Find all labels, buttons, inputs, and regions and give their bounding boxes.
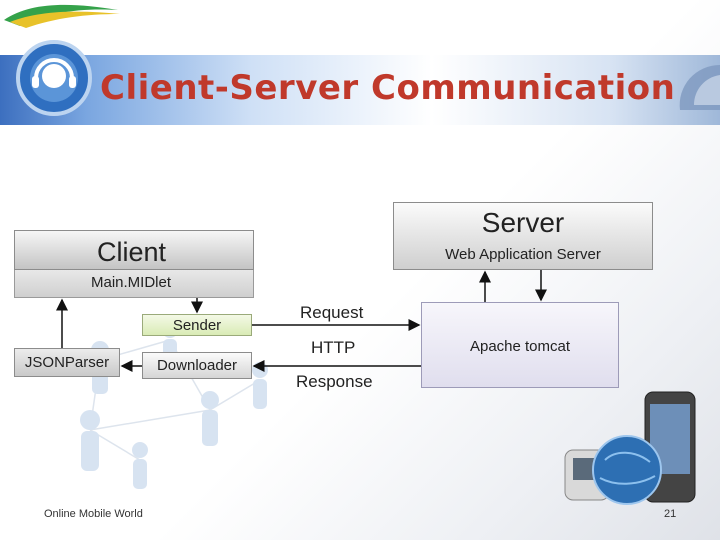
http-label: HTTP	[311, 338, 356, 357]
server-title: Server	[481, 207, 565, 238]
downloader-label: Downloader	[156, 357, 238, 374]
sender-box: Sender	[142, 314, 252, 336]
client-subtitle: Main.MIDlet	[91, 274, 172, 291]
slide-title: Client-Server Communication	[100, 68, 676, 108]
request-label: Request	[300, 303, 364, 322]
mobile-phones-globe-icon	[564, 391, 696, 505]
page-number: 21	[664, 508, 677, 520]
chart-decoration-icon	[679, 64, 720, 110]
headset-avatar-logo-icon	[16, 40, 92, 116]
json-parser-label: JSONParser	[24, 354, 110, 371]
downloader-box: Downloader	[142, 352, 252, 379]
client-title: Client	[97, 237, 167, 267]
tomcat-label: Apache tomcat	[469, 338, 571, 355]
title-band	[0, 55, 720, 125]
footer-text: Online Mobile World	[44, 508, 143, 520]
json-parser-box: JSONParser	[14, 348, 120, 377]
response-label: Response	[296, 372, 373, 391]
server-box: Server Web Application Server	[393, 202, 653, 270]
logo-swoosh-icon	[4, 4, 120, 28]
server-subtitle: Web Application Server	[445, 246, 601, 263]
client-main-midlet-strip: Main.MIDlet	[14, 270, 254, 298]
client-box: Client	[14, 230, 254, 270]
sender-label: Sender	[172, 317, 222, 334]
apache-tomcat-box: Apache tomcat	[421, 302, 619, 388]
